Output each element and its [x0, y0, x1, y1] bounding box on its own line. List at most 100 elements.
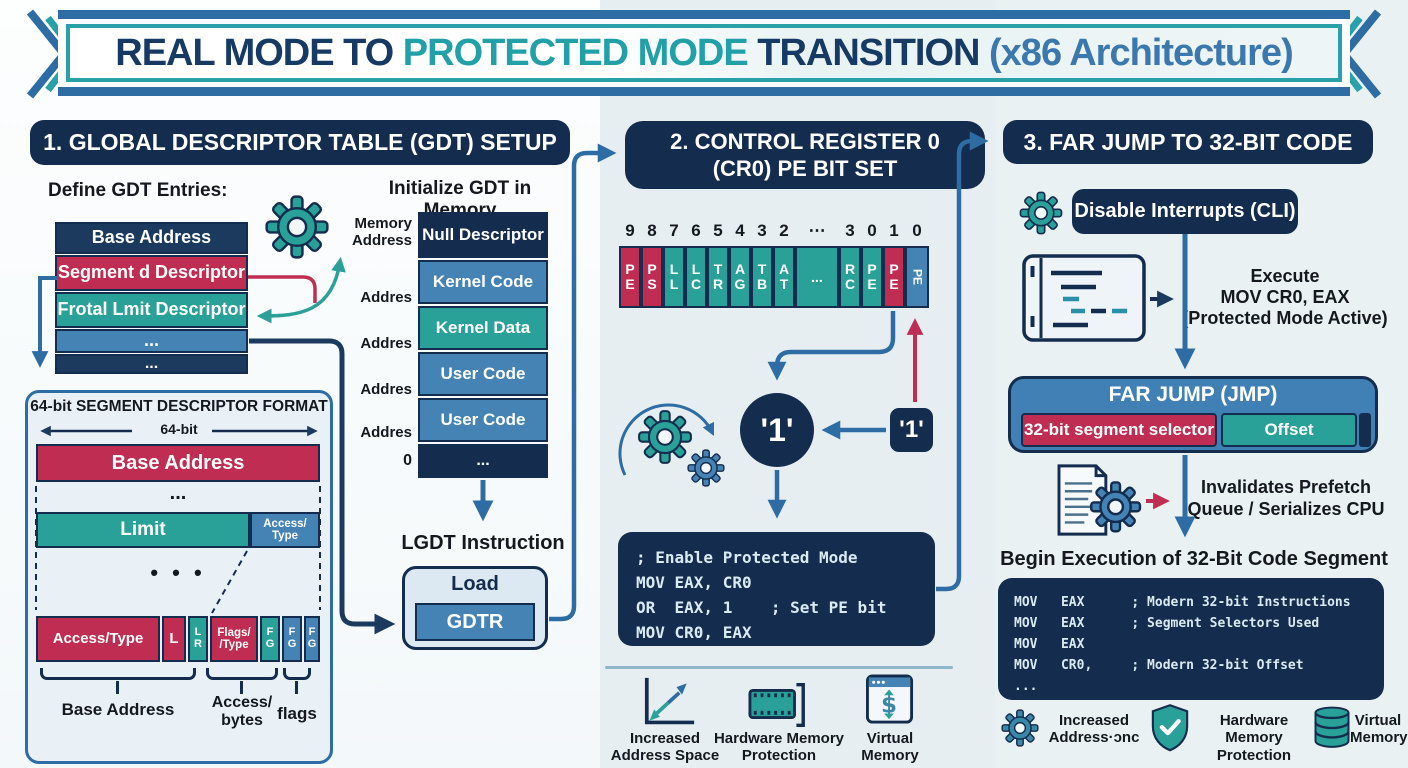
- fmt-bit-fg1-bottom: G: [265, 638, 275, 650]
- mem-row-kernel-code: Kernel Code: [418, 260, 548, 304]
- mem-row-kernel-data: Kernel Data: [418, 306, 548, 350]
- fmt-bit-fg2-top: F: [288, 626, 296, 639]
- cell-top: L: [691, 261, 701, 278]
- cell-top: T: [757, 261, 767, 278]
- execute-line1: Execute: [1250, 266, 1320, 286]
- ram-chip-icon: [748, 682, 805, 728]
- cell-bottom: G: [734, 276, 746, 292]
- lgdt-instruction-label: LGDT Instruction: [401, 532, 565, 554]
- code-line: OR EAX, 1 ; Set PE bit: [636, 598, 887, 617]
- cell-top: ...: [811, 268, 823, 285]
- far-jump-title: FAR JUMP (JMP): [1108, 383, 1278, 406]
- benefit3-label-virtual-memory: Virtual Memory: [1350, 712, 1408, 747]
- code-line: MOV CR0, EAX: [636, 623, 752, 642]
- begin-execution-heading: Begin Execution of 32-Bit Code Segment: [1000, 548, 1388, 570]
- load-gdtr-box: Load GDTR: [402, 566, 548, 650]
- code-line: MOV EAX ; Modern 32-bit Instructions: [1014, 595, 1351, 610]
- gdt-row-limit-descriptor: Frotal Lmit Descriptor: [55, 292, 248, 328]
- cell-bottom: E: [625, 276, 635, 292]
- cr0-cell-pe-bit0: PE: [905, 246, 929, 308]
- fmt-bit-flags-bottom: /Type: [219, 639, 249, 651]
- cr0-code-block: ; Enable Protected Mode MOV EAX, CR0 OR …: [618, 532, 935, 646]
- bit-number: 4: [735, 221, 745, 240]
- bit-number: 1: [889, 221, 899, 240]
- increased-address-gear-icon: [1000, 708, 1040, 748]
- cell-top: L: [669, 261, 679, 278]
- code-line: ...: [1014, 679, 1038, 694]
- banner-inner: REAL MODE TO PROTECTED MODE TRANSITION (…: [66, 24, 1342, 82]
- gdt-row-dots-2: ...: [55, 354, 248, 374]
- fmt-bit-fg2-bottom: G: [287, 638, 297, 650]
- cell-top: T: [713, 261, 723, 278]
- fmt-bit-lr-bottom: R: [194, 638, 202, 650]
- invalidates-line2: Queue / Serializes CPU: [1187, 499, 1385, 519]
- fmt-bit-flags-type: Flags/ /Type: [210, 616, 258, 662]
- cell-bottom: C: [844, 276, 856, 292]
- cell-bottom: T: [779, 276, 789, 292]
- fmt-bit-fg3-top: F: [308, 626, 316, 639]
- brace-base-address: [40, 668, 196, 680]
- cell-top: P: [889, 261, 899, 278]
- descriptor-format-title: 64-bit SEGMENT DESCRIPTOR FORMAT: [30, 398, 328, 415]
- cr0-bit-numbers: 9 8 7 6 5 4 3 2 ⋯ 3 0 1 0: [619, 221, 929, 241]
- benefit-label-hw-protection: Hardware Memory Protection: [713, 730, 845, 765]
- cell-top: R: [844, 261, 856, 278]
- section2-header-line2: (CR0) PE BIT SET: [712, 156, 898, 181]
- one-value-box: '1': [890, 408, 933, 452]
- cell-vertical-text: PE: [910, 268, 925, 285]
- benefit-label-address-space: Increased Address Space: [610, 730, 720, 765]
- gdt-row-segment-descriptor: Segment d Descriptor: [55, 255, 248, 291]
- fmt-access-top: Access/: [263, 517, 307, 530]
- code-line: MOV EAX, CR0: [636, 573, 752, 592]
- bit-number: 3: [757, 221, 767, 240]
- database-icon: [1312, 706, 1352, 750]
- brace-base-address-stem: [116, 681, 119, 694]
- gdt-row-dots-1: ...: [55, 329, 248, 353]
- section2-header-line1: 2. CONTROL REGISTER 0: [670, 129, 940, 154]
- brace-access-bytes-stem: [240, 681, 243, 694]
- fmt-bit-access-type: Access/Type: [36, 616, 160, 662]
- bit-number: 0: [867, 221, 877, 240]
- title-part-protected-mode: PROTECTED MODE: [402, 31, 749, 74]
- cell-top: P: [647, 261, 657, 278]
- benefit3-label-hw-protection: Hardware Memory Protection: [1216, 712, 1292, 764]
- bit-number: 0: [912, 221, 922, 240]
- disable-interrupts-text: Disable Interrupts (CLI): [1074, 200, 1296, 222]
- width-64bit-label: 64-bit: [140, 421, 218, 438]
- disable-interrupts-pill: Disable Interrupts (CLI): [1072, 189, 1298, 234]
- brace-flags: [283, 668, 311, 680]
- execute-line3: (Protected Mode Active): [1182, 308, 1388, 328]
- addres-label-4: Addres: [360, 424, 412, 441]
- code-line: MOV EAX: [1014, 637, 1085, 652]
- load-label: Load: [451, 573, 499, 595]
- segment-selector-cell: 32-bit segment selector: [1021, 413, 1217, 447]
- cr0-cell-dots: ...: [795, 246, 839, 308]
- code-line: ; Enable Protected Mode: [636, 548, 858, 567]
- addres-label-zero: 0: [403, 452, 412, 469]
- title-part-real-mode: REAL MODE TO: [115, 31, 403, 74]
- addres-label-3: Addres: [360, 381, 412, 398]
- cell-bottom: L: [669, 276, 679, 292]
- section3-header-text: 3. FAR JUMP TO 32-BIT CODE: [1023, 128, 1353, 155]
- brace-flags-stem: [295, 681, 298, 694]
- fmt-row-base-address: Base Address: [36, 444, 320, 482]
- code-editor-icon: [1022, 254, 1146, 342]
- offset-cell: Offset: [1221, 413, 1357, 447]
- benefit3-label-address: Increased Address·ɔnc: [1048, 712, 1140, 747]
- title-part-arch: (x86 Architecture): [989, 31, 1294, 74]
- cell-bottom: C: [690, 276, 702, 292]
- gear-icon-cli: [1018, 190, 1064, 236]
- small-gear-icon: [686, 448, 726, 488]
- fmt-bit-l: L: [162, 616, 186, 662]
- execute-note: Execute MOV CR0, EAX (Protected Mode Act…: [1176, 266, 1394, 329]
- fmt-row-limit: Limit: [36, 512, 250, 548]
- prefetch-doc-gear-icon: [1057, 464, 1142, 536]
